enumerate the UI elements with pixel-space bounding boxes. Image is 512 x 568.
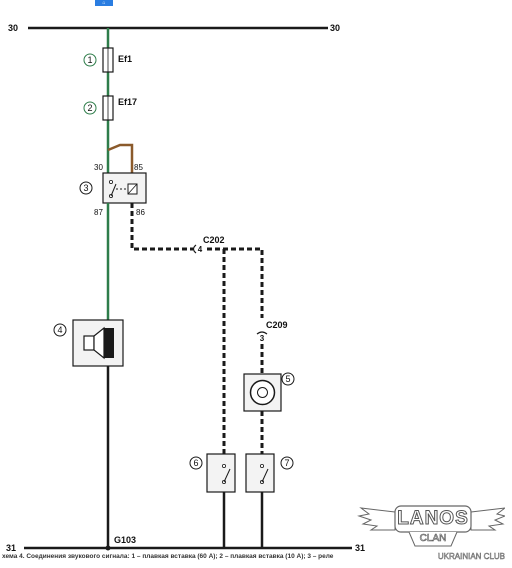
switch-7-box: [245, 453, 275, 493]
switch-6-callout: [189, 456, 203, 470]
relay-pin-86: 86: [136, 208, 145, 217]
horn-4-number: 4: [57, 325, 62, 335]
rail-31-left-label: 31: [6, 543, 16, 553]
ground-junction: [105, 545, 111, 551]
switch-6-contact-top: [221, 463, 226, 468]
home-icon: ⌂: [95, 0, 113, 6]
figure-caption: хема 4. Соединения звукового сигнала: 1 …: [2, 553, 334, 560]
relay-3-number: 3: [83, 183, 88, 193]
relay-pin-85: 85: [134, 163, 143, 172]
relay-coil-diagonal: [127, 183, 138, 195]
switch-6-number: 6: [193, 458, 198, 468]
clock-spring-core: [257, 387, 268, 398]
connector-c209: [256, 331, 268, 335]
switch-7-contact-top: [259, 463, 264, 468]
connector-c202: [192, 244, 197, 254]
rail-31-right-label: 31: [355, 543, 365, 553]
connector-c209-name: C209: [266, 320, 288, 330]
clock-spring-5-callout: [281, 372, 295, 386]
switch-7-number: 7: [284, 458, 289, 468]
switch-7-callout: [280, 456, 294, 470]
relay-pin-30: 30: [94, 163, 103, 172]
switch-6-box: [206, 453, 236, 493]
logo-title: LANOS: [397, 508, 469, 530]
relay-link-wire: [107, 143, 134, 173]
fuse-ef1-label: Ef1: [118, 54, 132, 64]
connector-c209-pin: 3: [260, 334, 265, 343]
fuse-1-callout: [83, 53, 97, 67]
horn-diaphragm: [104, 328, 114, 358]
rail-30-left-label: 30: [8, 23, 18, 33]
connector-c202-name: C202: [203, 235, 225, 245]
fuse-2-callout: [83, 101, 97, 115]
relay-box: [102, 172, 147, 204]
logo-club-text: UKRAINIAN CLUB: [437, 552, 506, 562]
fuse-1-number: 1: [87, 55, 92, 65]
fuse-ef17-label: Ef17: [118, 97, 137, 107]
ground-g103-label: G103: [114, 535, 136, 545]
relay-contact-top: [109, 179, 114, 184]
fuse-2-number: 2: [87, 103, 92, 113]
clock-spring-5-number: 5: [285, 374, 290, 384]
relay-pin-87: 87: [94, 208, 103, 217]
relay-3-callout: [79, 181, 93, 195]
horn-4-callout: [53, 323, 67, 337]
relay-switch-arm: [110, 183, 117, 197]
wings-icon: [357, 505, 505, 547]
lanos-clan-logo: LANOS CLAN UKRAINIAN CLUB: [355, 500, 505, 568]
connector-c202-pin: 4: [198, 245, 203, 254]
rail-30-right-label: 30: [330, 23, 340, 33]
logo-subtitle: CLAN: [419, 533, 447, 545]
switch-6-arm: [223, 468, 231, 483]
horn-body: [83, 335, 95, 351]
switch-7-arm: [261, 468, 269, 483]
dashed-wire-c202-out: [207, 247, 264, 318]
